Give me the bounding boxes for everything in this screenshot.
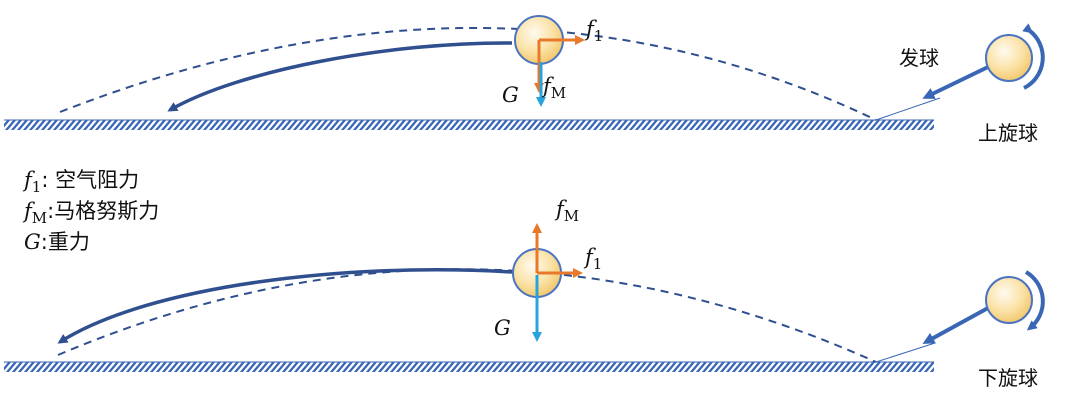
spin-arrow-bottom-icon bbox=[1024, 270, 1045, 331]
ground-top bbox=[4, 120, 934, 130]
reference-trajectory-top bbox=[59, 27, 877, 121]
backspin-trajectory bbox=[57, 268, 513, 344]
backspin-panel: fM f1 G 下旋球 bbox=[4, 197, 1045, 390]
G-label-bottom: G bbox=[494, 316, 511, 340]
legend: f1: 空气阻力 fM:马格努斯力 G:重力 bbox=[22, 168, 159, 254]
legend-fM: fM:马格努斯力 bbox=[22, 199, 159, 227]
serve-arrow-bottom bbox=[922, 306, 989, 344]
legend-f1: f1: 空气阻力 bbox=[22, 168, 139, 196]
backspin-label: 下旋球 bbox=[978, 366, 1038, 390]
serve-line-top bbox=[875, 97, 941, 121]
serve-ball-top bbox=[985, 34, 1033, 82]
f1-label-bottom: f1 bbox=[583, 245, 602, 273]
topspin-panel: f1 fM G 发球 上旋球 bbox=[4, 15, 1045, 145]
reference-trajectory-bottom bbox=[57, 268, 877, 363]
topspin-trajectory bbox=[167, 41, 513, 112]
topspin-label: 上旋球 bbox=[978, 121, 1038, 145]
fM-label-bottom: fM bbox=[554, 197, 579, 225]
f1-label-top: f1 bbox=[584, 17, 603, 45]
serve-label: 发球 bbox=[899, 46, 939, 70]
spin-arrow-top-icon bbox=[1022, 23, 1045, 90]
G-label-top: G bbox=[502, 83, 519, 107]
serve-ball-bottom bbox=[985, 276, 1033, 324]
serve-line-bottom bbox=[875, 342, 936, 363]
legend-G: G:重力 bbox=[24, 230, 90, 254]
ground-bottom bbox=[4, 362, 934, 372]
serve-arrow-top bbox=[922, 65, 989, 99]
fM-label-top: fM bbox=[541, 74, 566, 102]
